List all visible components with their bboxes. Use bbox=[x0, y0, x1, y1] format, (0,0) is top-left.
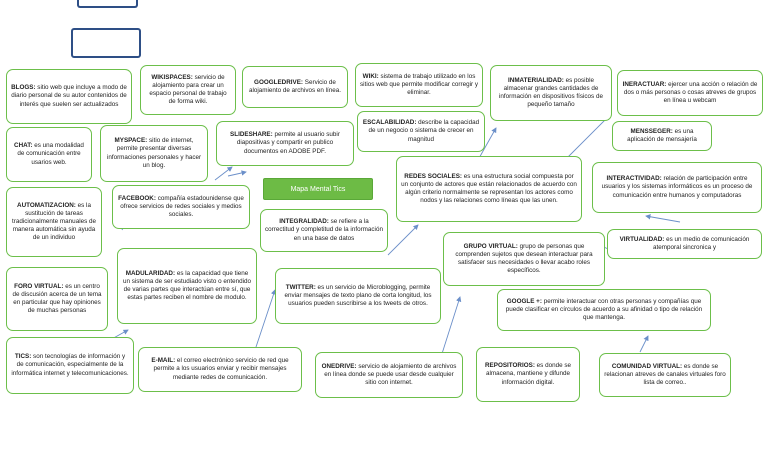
node-term: VIRTUALIDAD: bbox=[619, 235, 665, 243]
node-term: ESCALABILIDAD: bbox=[362, 119, 417, 127]
node-desc: compañía estadounidense que ofrece servi… bbox=[120, 194, 244, 219]
node-term: E-MAIL: bbox=[151, 357, 176, 365]
arrow-to-redes bbox=[387, 224, 419, 256]
node-desc: son tecnologías de información y de comu… bbox=[11, 353, 129, 377]
node-term: MYSPACE: bbox=[114, 137, 148, 145]
node-desc: describe la capacidad de un negocio o si… bbox=[368, 119, 480, 143]
arrow-to-inmaterialidad bbox=[564, 114, 611, 161]
node-wiki[interactable]: WIKI: sistema de trabajo utilizado en lo… bbox=[355, 63, 483, 107]
node-googledrive[interactable]: GOOGLEDRIVE: Servicio de alojamiento de … bbox=[242, 66, 348, 108]
node-term: WIKI: bbox=[362, 72, 379, 80]
node-comunidad-virtual[interactable]: COMUNIDAD VIRTUAL: es donde se relaciona… bbox=[599, 353, 731, 397]
arrow-to-twitter bbox=[254, 289, 277, 351]
node-onedrive[interactable]: ONEDRIVE: servicio de alojamiento de arc… bbox=[315, 352, 463, 398]
node-term: TICS: bbox=[14, 353, 32, 361]
node-desc: relación de participación entre usuarios… bbox=[601, 175, 753, 199]
node-desc: es la sustitución de tareas tradicionalm… bbox=[11, 201, 96, 242]
node-term: SLIDESHARE: bbox=[230, 131, 273, 139]
node-desc: es una aplicación de mensajería bbox=[627, 127, 697, 143]
node-inmaterialidad[interactable]: INMATERIALIDAD: es posible almacenar gra… bbox=[490, 65, 612, 121]
node-desc: grupo de personas que comprenden sujetos… bbox=[455, 242, 593, 275]
node-term: WIKISPACES: bbox=[151, 73, 193, 81]
node-desc: Servicio de alojamiento de archivos en l… bbox=[248, 78, 342, 94]
arrow-to-comunidad bbox=[639, 335, 649, 353]
node-term: MADULARIDAD: bbox=[125, 269, 176, 277]
node-myspace[interactable]: MYSPACE: sitio de internet, permite pres… bbox=[100, 125, 208, 182]
node-term: CHAT: bbox=[14, 142, 33, 150]
node-virtualidad[interactable]: VIRTUALIDAD: es un medio de comunicación… bbox=[607, 229, 762, 259]
node-tics[interactable]: TICS: son tecnologías de información y d… bbox=[6, 337, 134, 394]
node-term: INERACTUAR: bbox=[622, 80, 667, 88]
node-desc: servicio de alojamiento de archivos en l… bbox=[324, 362, 457, 387]
node-grupo-virtual[interactable]: GRUPO VIRTUAL: grupo de personas que com… bbox=[443, 232, 605, 286]
node-twitter[interactable]: TWITTER: es un servicio de Microblogging… bbox=[275, 268, 441, 324]
node-automatizacion[interactable]: AUTOMATIZACION: es la sustitución de tar… bbox=[6, 187, 102, 257]
node-term: GOOGLEDRIVE: bbox=[254, 78, 304, 86]
node-redes-sociales[interactable]: REDES SOCIALES: es una estructura social… bbox=[396, 156, 582, 222]
node-chat[interactable]: CHAT: es una modalidad de comunicación e… bbox=[6, 127, 92, 182]
node-desc: es una modalidad de comunicación entre u… bbox=[17, 142, 84, 166]
arrow-to-escalabilidad bbox=[477, 127, 497, 161]
node-term: REDES SOCIALES: bbox=[404, 172, 463, 180]
node-madularidad[interactable]: MADULARIDAD: es la capacidad que tiene u… bbox=[117, 248, 257, 324]
node-desc: sitio web que incluye a modo de diario p… bbox=[11, 84, 127, 108]
top-frame-bar bbox=[77, 0, 138, 8]
node-ineractuar[interactable]: INERACTUAR: ejercer una acción o relació… bbox=[617, 70, 763, 116]
top-frame-box bbox=[71, 28, 141, 58]
node-desc: sistema de trabajo utilizado en los siti… bbox=[360, 72, 478, 97]
node-term: GRUPO VIRTUAL: bbox=[463, 242, 518, 250]
node-desc: es un centro de discusión acerca de un t… bbox=[12, 282, 102, 315]
arrow-to-integralidad bbox=[214, 166, 233, 181]
node-desc: es donde se relacionan atreves de canale… bbox=[604, 362, 726, 387]
node-term: INTEGRALIDAD: bbox=[279, 218, 329, 226]
node-term: INTERACTIVIDAD: bbox=[606, 175, 662, 183]
node-foro-virtual[interactable]: FORO VIRTUAL: es un centro de discusión … bbox=[6, 267, 108, 331]
arrow-to-slideshare bbox=[227, 170, 247, 177]
node-desc: el correo electrónico servicio de red qu… bbox=[153, 357, 289, 381]
node-desc: es donde se almacena, mantiene y difunde… bbox=[485, 362, 571, 386]
node-term: COMUNIDAD VIRTUAL: bbox=[611, 362, 683, 370]
center-title[interactable]: Mapa Mental Tics bbox=[263, 178, 373, 200]
arrow-to-interactividad bbox=[645, 214, 681, 223]
node-term: BLOGS: bbox=[11, 84, 36, 92]
arrow-to-grupo bbox=[439, 296, 462, 361]
node-google-plus[interactable]: GOOGLE +: permite interactuar con otras … bbox=[497, 289, 711, 331]
node-email[interactable]: E-MAIL: el correo electrónico servicio d… bbox=[138, 347, 302, 392]
node-term: FORO VIRTUAL: bbox=[14, 282, 64, 290]
node-desc: servicio de alojamiento para crear un es… bbox=[149, 73, 227, 106]
node-term: ONEDRIVE: bbox=[321, 362, 357, 370]
node-desc: es un medio de comunicación atemporal si… bbox=[653, 235, 750, 251]
node-blogs[interactable]: BLOGS: sitio web que incluye a modo de d… bbox=[6, 69, 132, 124]
node-desc: es posible almacenar grandes cantidades … bbox=[499, 76, 603, 109]
node-interactividad[interactable]: INTERACTIVIDAD: relación de participació… bbox=[592, 162, 762, 213]
node-term: REPOSITORIOS: bbox=[485, 362, 535, 370]
node-escalabilidad[interactable]: ESCALABILIDAD: describe la capacidad de … bbox=[357, 111, 485, 152]
node-term: TWITTER: bbox=[285, 283, 316, 291]
node-desc: se refiere a la correctitud y completitu… bbox=[265, 218, 383, 242]
node-messeger[interactable]: MENSSEGER: es una aplicación de mensajer… bbox=[612, 121, 712, 151]
node-repositorios[interactable]: REPOSITORIOS: es donde se almacena, mant… bbox=[476, 347, 580, 402]
node-desc: es un servicio de Microblogging, permite… bbox=[284, 283, 432, 308]
node-integralidad[interactable]: INTEGRALIDAD: se refiere a la correctitu… bbox=[260, 209, 388, 252]
node-term: MENSSEGER: bbox=[630, 127, 673, 135]
node-wikispaces[interactable]: WIKISPACES: servicio de alojamiento para… bbox=[140, 65, 236, 115]
node-slideshare[interactable]: SLIDESHARE: permite al usuario subir dia… bbox=[216, 121, 354, 166]
node-desc: es la capacidad que tiene un sistema de … bbox=[122, 269, 252, 302]
node-term: FACEBOOK: bbox=[118, 194, 156, 202]
node-term: AUTOMATIZACION: bbox=[17, 201, 76, 209]
node-desc: ejercer una acción o relación de dos o m… bbox=[623, 80, 758, 105]
node-facebook[interactable]: FACEBOOK: compañía estadounidense que of… bbox=[112, 185, 250, 229]
node-term: INMATERIALIDAD: bbox=[508, 76, 564, 84]
node-desc: permite al usuario subir diapositivas y … bbox=[236, 131, 340, 155]
node-desc: sitio de internet, permite presentar div… bbox=[106, 137, 202, 169]
node-term: GOOGLE +: bbox=[506, 297, 542, 305]
node-desc: permite interactuar con otras personas y… bbox=[505, 297, 703, 322]
node-desc: es una estructura social compuesta por u… bbox=[401, 172, 577, 205]
